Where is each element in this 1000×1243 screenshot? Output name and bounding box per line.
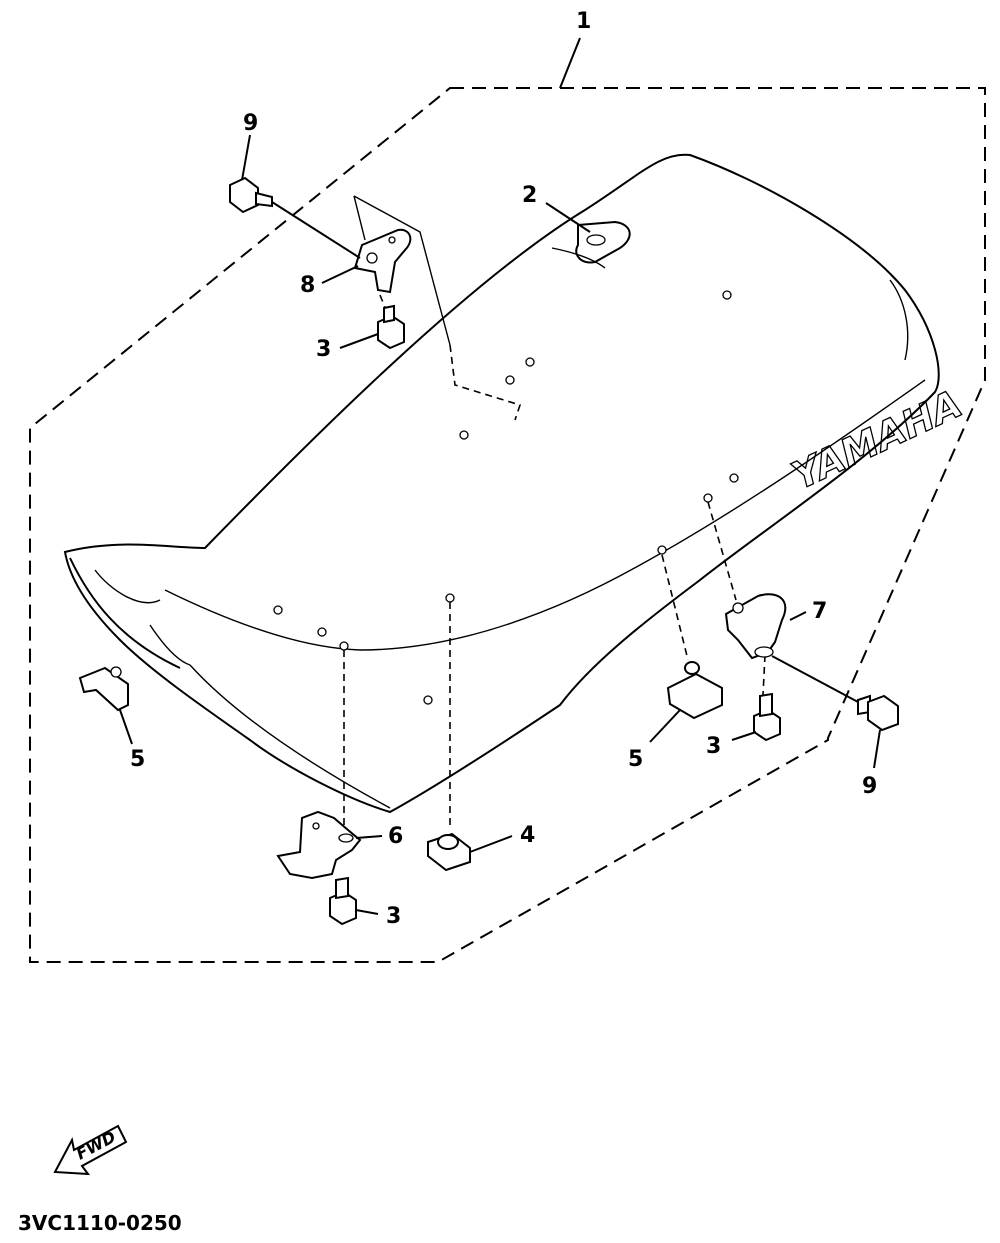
- callout-bolt-rear-right: 3: [706, 734, 721, 759]
- bracket-right-part: [724, 593, 807, 660]
- bolt-top-left-part: [229, 176, 361, 259]
- damper-right-part: [649, 661, 723, 743]
- callout-damper-right: 5: [628, 747, 643, 772]
- callout-bolt-front: 3: [316, 337, 331, 362]
- bolt-right-part: [771, 655, 899, 769]
- bolt-rear-left-part: [329, 876, 379, 926]
- callout-nut-center: 4: [520, 823, 535, 848]
- nut-center-part: [427, 832, 513, 872]
- callout-bracket-front: 6: [388, 824, 403, 849]
- leader-1: [559, 37, 581, 89]
- front-bracket-part: [276, 810, 362, 880]
- assembly-boundary: [29, 87, 986, 963]
- bolt-rear-right-part: [731, 692, 781, 742]
- rear-bracket-part: [353, 195, 451, 346]
- callout-leaders: [119, 134, 591, 839]
- bolt-front-part: [377, 304, 405, 350]
- callout-bolt-rear-left: 3: [386, 904, 401, 929]
- forward-arrow-icon: FWD: [53, 1124, 128, 1176]
- drawing-code: 3VC1110-0250: [18, 1211, 182, 1235]
- callout-bracket-rear: 8: [300, 273, 315, 298]
- callout-seat-assembly: 1: [576, 9, 591, 34]
- callout-bolt-top-left: 9: [243, 111, 258, 136]
- callout-bracket-right: 7: [812, 599, 827, 624]
- seat-body: [63, 153, 940, 814]
- assembly-guides: [343, 294, 766, 835]
- damper-left-part: [78, 666, 129, 712]
- callout-seat-hook: 2: [522, 183, 537, 208]
- seat-holes: [273, 290, 739, 705]
- callout-bolt-right: 9: [862, 774, 877, 799]
- callout-damper-left: 5: [130, 747, 145, 772]
